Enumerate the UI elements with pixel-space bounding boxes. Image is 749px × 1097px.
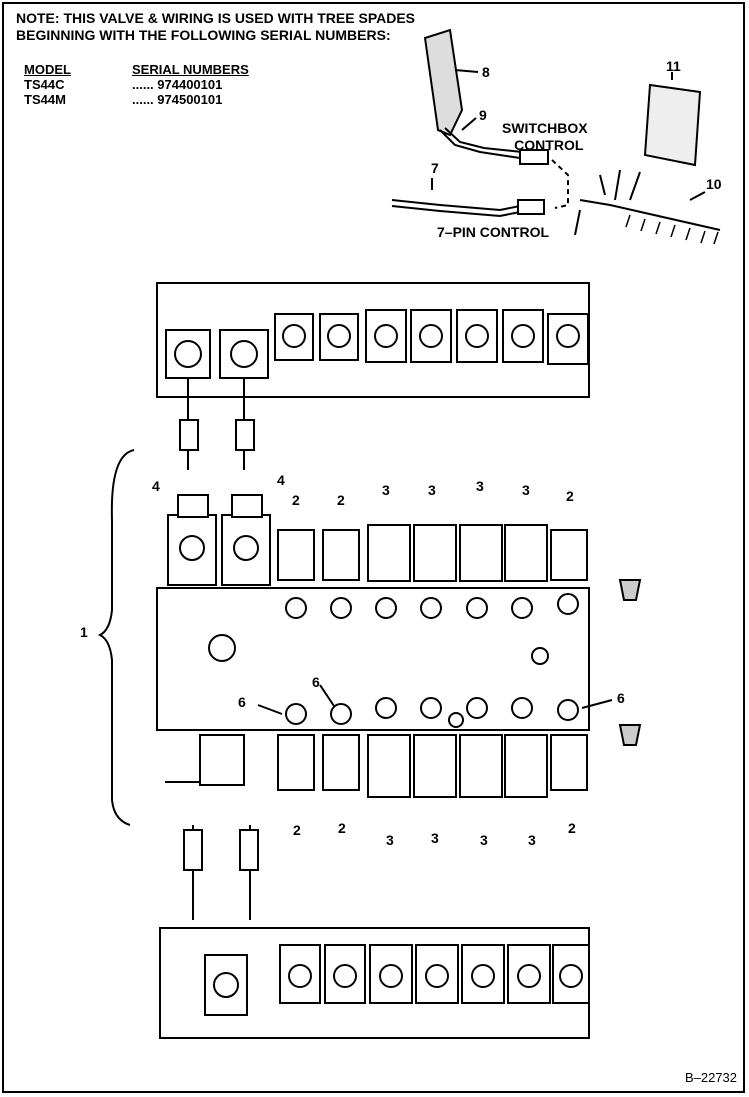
serial-cell: ...... 974500101 (132, 92, 223, 107)
serial-table: MODEL SERIAL NUMBERS TS44C ...... 974400… (24, 62, 249, 107)
serial-table-header: MODEL SERIAL NUMBERS (24, 62, 249, 77)
switchbox-label-line-1: SWITCHBOX (502, 120, 588, 136)
callout-top-row: 2 (292, 492, 300, 508)
serial-cell: ...... 974400101 (132, 77, 223, 92)
note-text: NOTE: THIS VALVE & WIRING IS USED WITH T… (16, 10, 415, 44)
callout-bottom-row: 3 (386, 832, 394, 848)
note-line-2: BEGINNING WITH THE FOLLOWING SERIAL NUMB… (16, 27, 391, 43)
callout-8: 8 (482, 64, 490, 80)
callout-10: 10 (706, 176, 722, 192)
callout-top-row: 2 (566, 488, 574, 504)
callout-bottom-row: 3 (528, 832, 536, 848)
callout-9: 9 (479, 107, 487, 123)
table-row: TS44M ...... 974500101 (24, 92, 249, 107)
header-model: MODEL (24, 62, 71, 77)
callout-top-row: 3 (522, 482, 530, 498)
callout-11: 11 (666, 58, 681, 74)
seven-pin-control-label: 7–PIN CONTROL (437, 224, 550, 240)
callout-bottom-row: 3 (431, 830, 439, 846)
callout-1: 1 (80, 624, 88, 640)
model-cell: TS44C (24, 77, 65, 92)
switchbox-control-label: SWITCHBOX CONTROL (502, 120, 588, 154)
callout-6: 6 (312, 674, 320, 690)
switchbox-label-line-2: CONTROL (514, 137, 584, 153)
note-line-1: NOTE: THIS VALVE & WIRING IS USED WITH T… (16, 10, 416, 26)
model-cell: TS44M (24, 92, 66, 107)
callout-top-row: 4 (152, 478, 160, 494)
callout-top-row: 3 (476, 478, 484, 494)
callout-bottom-row: 2 (338, 820, 346, 836)
callout-bottom-row: 3 (480, 832, 488, 848)
callout-bottom-row: 2 (568, 820, 576, 836)
callout-top-row: 4 (277, 472, 285, 488)
callout-bottom-row: 2 (293, 822, 301, 838)
callout-7: 7 (431, 160, 439, 176)
callout-top-row: 2 (337, 492, 345, 508)
header-serial: SERIAL NUMBERS (132, 62, 249, 77)
callout-6: 6 (617, 690, 625, 706)
table-row: TS44C ...... 974400101 (24, 77, 249, 92)
callout-6: 6 (238, 694, 246, 710)
figure-id: B–22732 (684, 1070, 737, 1085)
callout-top-row: 3 (428, 482, 436, 498)
callout-top-row: 3 (382, 482, 390, 498)
